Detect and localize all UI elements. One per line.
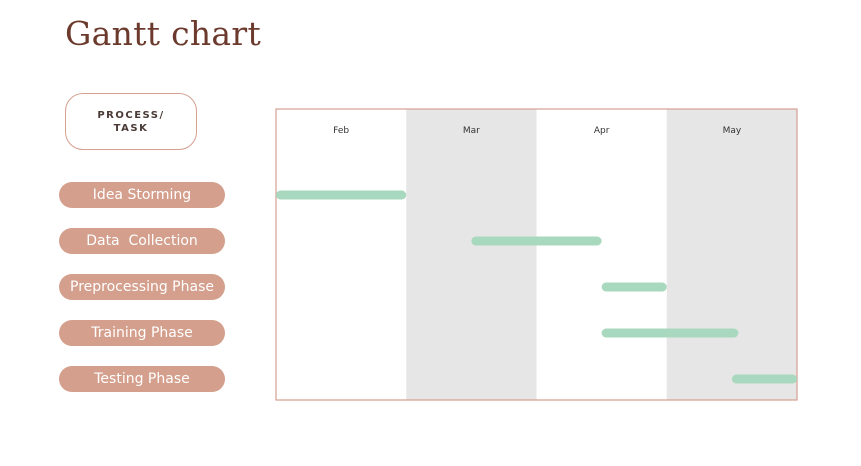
task-bar-3: [601, 328, 739, 338]
month-band-mar: [406, 109, 537, 400]
month-label-apr: Apr: [594, 126, 610, 136]
task-label-training-phase: Training Phase: [59, 320, 225, 346]
task-bar-2: [601, 282, 667, 292]
task-bar-1: [471, 236, 602, 246]
month-label-may: May: [723, 126, 742, 136]
task-label-idea-storming: Idea Storming: [59, 182, 225, 208]
page-title: Gantt chart: [65, 14, 262, 53]
chart-border: [275, 108, 798, 401]
process-task-label: PROCESS/ TASK: [97, 109, 165, 134]
task-bar-0: [276, 190, 407, 200]
month-band-may: [666, 109, 797, 400]
month-label-feb: Feb: [333, 126, 349, 136]
task-label-data-collection: Data Collection: [59, 228, 225, 254]
task-bar-4: [731, 374, 797, 384]
task-label-testing-phase: Testing Phase: [59, 366, 225, 392]
task-label-preprocessing-phase: Preprocessing Phase: [59, 274, 225, 300]
process-task-header: PROCESS/ TASK: [65, 93, 197, 150]
month-label-mar: Mar: [463, 126, 480, 136]
